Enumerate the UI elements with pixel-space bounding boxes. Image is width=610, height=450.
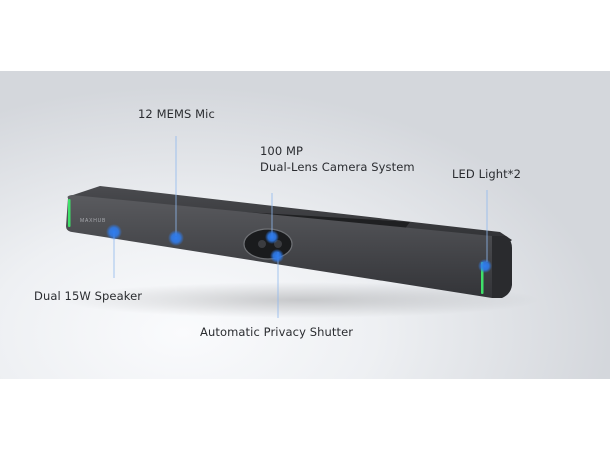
brand-logo: MAXHUB — [80, 218, 106, 224]
label-shutter: Automatic Privacy Shutter — [200, 325, 354, 339]
label-camera-line1: 100 MP — [260, 144, 304, 158]
led-light-left — [68, 199, 71, 227]
video-bar-illustration: MAXHUB — [60, 136, 540, 318]
device-shadow — [60, 282, 540, 318]
led-hotspot-icon[interactable] — [478, 259, 492, 273]
mic-hotspot-icon[interactable] — [168, 230, 184, 246]
device-end-cap — [492, 236, 512, 298]
label-led: LED Light*2 — [452, 167, 522, 181]
shutter-hotspot-icon[interactable] — [270, 249, 284, 263]
camera-hotspot-icon[interactable] — [265, 230, 279, 244]
label-camera-line2: Dual-Lens Camera System — [260, 160, 415, 174]
camera-lens-left — [258, 240, 266, 248]
speaker-hotspot-icon[interactable] — [106, 224, 122, 240]
label-mic: 12 MEMS Mic — [138, 107, 215, 121]
label-speaker: Dual 15W Speaker — [34, 289, 143, 303]
product-image: MAXHUB 12 MEMS Mic 100 MP Dual-Lens Came… — [0, 71, 610, 379]
